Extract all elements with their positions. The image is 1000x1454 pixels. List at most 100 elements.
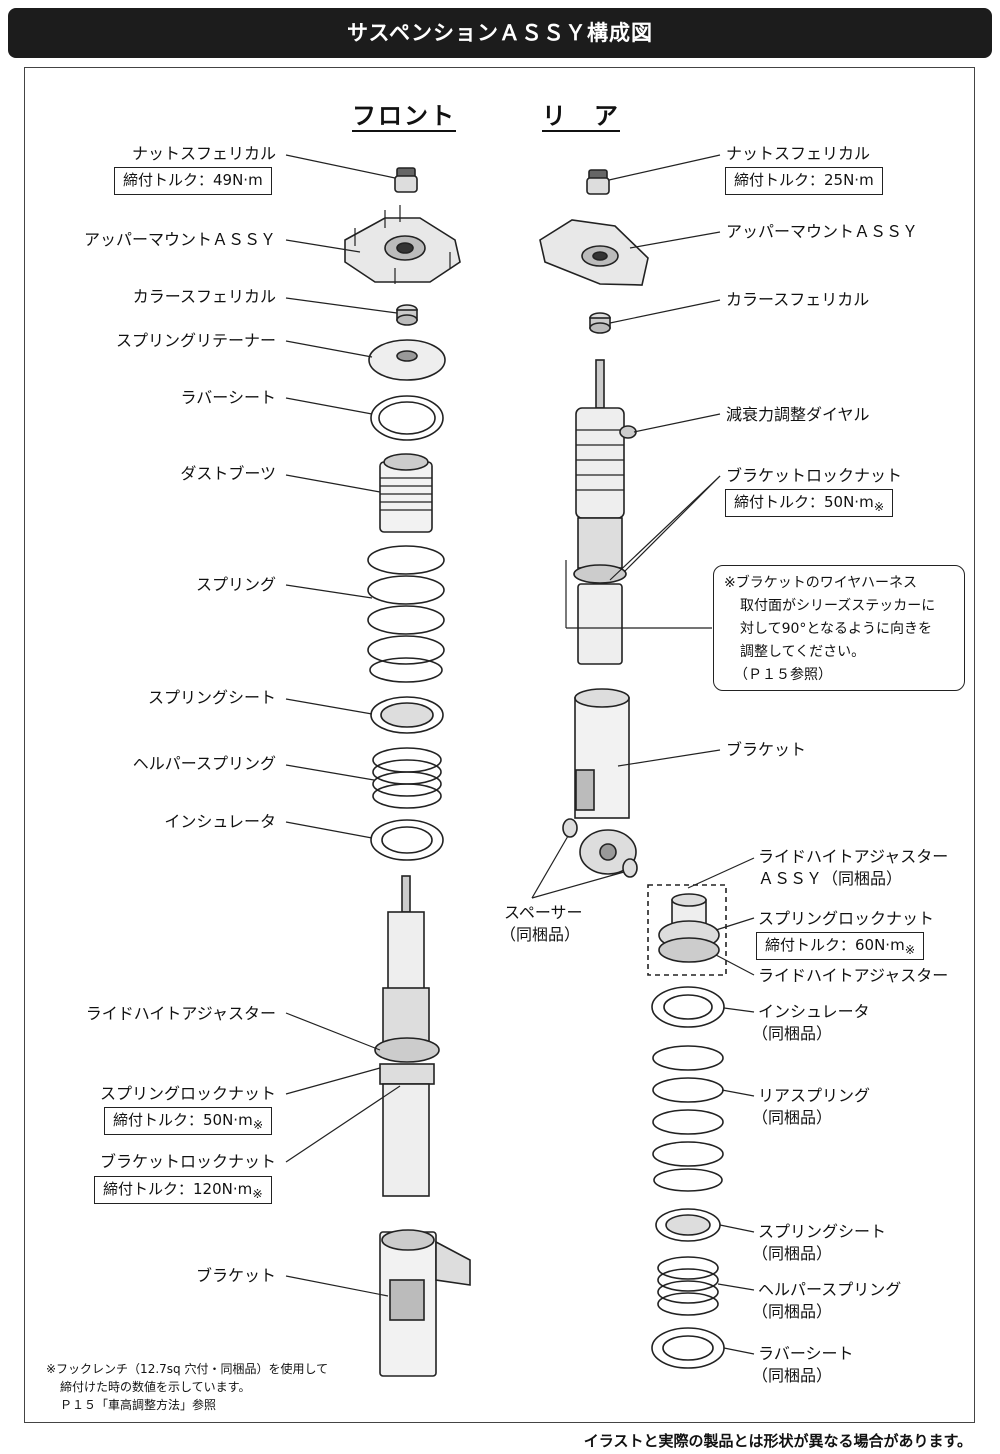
leader-front-rubber-seat xyxy=(285,397,373,415)
rear-nut-label: ナットスフェリカル xyxy=(726,144,871,163)
rear-nut-shape xyxy=(586,169,610,195)
front-spring-lock-nut-torque-box: 締付トルク：50N·m※ xyxy=(104,1107,273,1135)
front-upper-mount-shape xyxy=(344,205,461,284)
rear-damper-shape xyxy=(573,359,637,665)
front-nut-torque-box: 締付トルク：49N·m xyxy=(114,167,272,195)
front-nut-label: ナットスフェリカル xyxy=(131,144,276,163)
page-title: サスペンションＡＳＳＹ構成図 xyxy=(346,21,654,45)
leader-rear-insulator xyxy=(723,1007,755,1013)
footnote-line-2: 締付けた時の数値を示しています。 xyxy=(60,1380,251,1394)
front-spring-seat-label: スプリングシート xyxy=(147,688,276,707)
rear-spring-shape xyxy=(652,1045,724,1192)
leader-rear-spring-seat xyxy=(719,1224,755,1233)
front-spring-retainer-shape xyxy=(368,339,446,381)
front-ride-height-adjuster-label: ライドハイトアジャスター xyxy=(85,1004,276,1023)
footnote-line-1: ※フックレンチ（12.7sq 穴付・同梱品）を使用して xyxy=(46,1362,329,1376)
front-insulator-label: インシュレータ xyxy=(164,812,276,831)
rear-spacer-sub: （同梱品） xyxy=(500,925,581,944)
front-bracket-lock-nut-torque-mark: ※ xyxy=(252,1186,263,1201)
rear-spring-seat-shape xyxy=(655,1208,721,1242)
leader-rear-collar xyxy=(609,299,721,324)
leader-front-retainer xyxy=(285,340,373,358)
leader-front-nut xyxy=(285,154,396,179)
rear-spring-seat-label: スプリングシート xyxy=(758,1222,887,1241)
leader-rear-rubber-seat xyxy=(723,1347,755,1355)
rear-nut-torque: 締付トルク：25N·m xyxy=(734,171,874,189)
leader-front-helper-spring xyxy=(285,764,375,781)
front-spring-label: スプリング xyxy=(195,575,276,594)
rear-spring-lock-nut-torque: 締付トルク：60N·m xyxy=(765,936,905,954)
front-dust-boots-label: ダストブーツ xyxy=(180,464,276,483)
leader-front-upper-mount xyxy=(285,239,361,253)
rear-ride-height-adjuster-label: ライドハイトアジャスター xyxy=(758,966,949,985)
front-helper-spring-label: ヘルパースプリング xyxy=(132,754,276,773)
leader-rear-bracket-lock-nut-b xyxy=(609,475,721,581)
rear-insulator-sub: （同梱品） xyxy=(752,1024,833,1043)
leader-front-bracket-lock-nut xyxy=(285,1085,401,1163)
leader-front-bracket xyxy=(285,1275,389,1297)
rear-nut-torque-box: 締付トルク：25N·m xyxy=(725,167,883,195)
front-rubber-seat-shape xyxy=(370,395,444,441)
rear-spring-lock-nut-torque-mark: ※ xyxy=(904,942,916,957)
leader-front-spring-lock-nut xyxy=(285,1067,381,1095)
leader-rear-spacer-a xyxy=(531,835,569,899)
rear-insulator-label: インシュレータ xyxy=(758,1002,870,1021)
footnote-line-3: Ｐ１５「車高調整方法」参照 xyxy=(60,1398,217,1412)
title-banner: サスペンションＡＳＳＹ構成図 xyxy=(8,8,992,58)
rear-helper-spring-sub: （同梱品） xyxy=(752,1302,833,1321)
front-collar-shape xyxy=(396,304,418,326)
rear-collar-shape xyxy=(589,312,611,334)
note-line-4: 調整してください。 xyxy=(740,644,866,660)
rear-spring-sub: （同梱品） xyxy=(752,1108,833,1127)
leader-front-spring-seat xyxy=(285,698,373,715)
rear-spacer-label: スペーサー xyxy=(504,903,583,922)
front-spring-seat-shape xyxy=(370,696,444,734)
front-nut-torque: 締付トルク：49N·m xyxy=(123,171,263,189)
front-rubber-seat-label: ラバーシート xyxy=(180,388,276,407)
diagram-frame xyxy=(24,67,975,1423)
front-spring-lock-nut-torque: 締付トルク：50N·m xyxy=(113,1111,253,1129)
leader-rear-upper-mount xyxy=(629,231,721,249)
rear-spacer-shape xyxy=(562,818,638,878)
rear-spring-lock-nut-label: スプリングロックナット xyxy=(758,909,935,928)
front-upper-mount-label: アッパーマウントＡＳＳＹ xyxy=(83,230,276,249)
leader-rear-nut xyxy=(608,154,721,181)
leader-rear-bracket-lock-nut-a xyxy=(623,475,721,573)
leader-front-dust-boots xyxy=(285,474,381,493)
note-line-3: 対して90°となるように向きを xyxy=(740,621,932,637)
front-bracket-label: ブラケット xyxy=(195,1266,276,1285)
front-bracket-lock-nut-label: ブラケットロックナット xyxy=(99,1152,276,1171)
rear-rha-assy-label-2: ＡＳＳＹ（同梱品） xyxy=(758,869,903,888)
rear-spring-seat-sub: （同梱品） xyxy=(752,1244,833,1263)
note-line-1: ※ブラケットのワイヤハーネス xyxy=(724,575,918,591)
rear-bracket-label: ブラケット xyxy=(726,740,807,759)
leader-front-spring xyxy=(285,584,373,599)
leader-rear-spring-lock-nut xyxy=(715,917,755,931)
leader-front-collar xyxy=(285,297,398,314)
leader-rear-spacer-b xyxy=(531,871,625,899)
front-insulator-shape xyxy=(370,819,444,861)
rear-helper-spring-shape xyxy=(657,1256,719,1316)
front-bracket-lock-nut-torque: 締付トルク：120N·m xyxy=(103,1180,253,1198)
rear-bracket-lock-nut-torque-box: 締付トルク：50N·m※ xyxy=(725,489,894,517)
front-spring-lock-nut-torque-mark: ※ xyxy=(252,1117,264,1132)
leader-rear-dial xyxy=(633,413,721,433)
note-line-5: （Ｐ１５参照） xyxy=(734,667,832,683)
rear-ride-height-adjuster-shape xyxy=(647,884,727,976)
rear-rubber-seat-label: ラバーシート xyxy=(758,1344,854,1363)
leader-rear-spring xyxy=(721,1089,755,1097)
front-dust-boots-shape xyxy=(379,453,433,533)
wire-harness-note: ※ブラケットのワイヤハーネス 取付面がシリーズステッカーに 対して90°となるよ… xyxy=(713,565,965,691)
rear-spring-label: リアスプリング xyxy=(758,1086,871,1105)
rear-insulator-shape xyxy=(651,986,725,1028)
front-bracket-shape xyxy=(379,1229,471,1377)
rear-spring-lock-nut-torque-box: 締付トルク：60N·m※ xyxy=(756,932,925,960)
front-header: フロント xyxy=(352,102,456,130)
rear-bracket-lock-nut-torque: 締付トルク：50N·m xyxy=(734,493,874,511)
leader-front-insulator xyxy=(285,821,373,839)
front-spring-lock-nut-label: スプリングロックナット xyxy=(99,1084,276,1103)
front-spring-retainer-label: スプリングリテーナー xyxy=(115,331,276,350)
rear-upper-mount-label: アッパーマウントＡＳＳＹ xyxy=(726,222,919,241)
leader-rear-bracket xyxy=(617,749,721,767)
